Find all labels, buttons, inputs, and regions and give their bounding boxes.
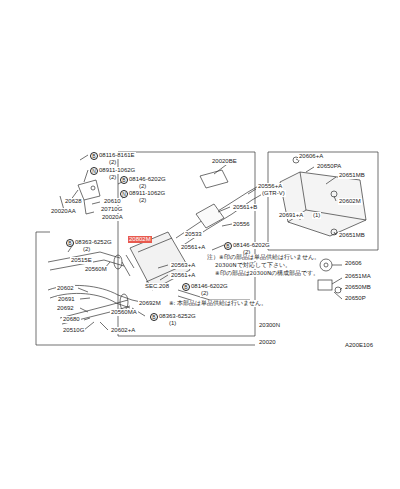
part-number: 20020 bbox=[258, 339, 277, 346]
circled-letter: B bbox=[120, 176, 128, 184]
part-number: 20602+A bbox=[110, 327, 136, 334]
circled-letter: B bbox=[90, 152, 98, 160]
part-number: 20561+A bbox=[170, 272, 196, 279]
circled-letter: B bbox=[150, 313, 158, 321]
part-number: 20692 bbox=[56, 305, 75, 312]
part-number: 08116-8161E bbox=[98, 152, 136, 159]
part-number: (1) bbox=[168, 320, 177, 327]
part-number: 20020AA bbox=[50, 208, 77, 215]
part-number: 20628 bbox=[64, 198, 83, 205]
part-number: 20563+A bbox=[170, 262, 196, 269]
part-number: (2) bbox=[108, 159, 117, 166]
circled-letter: B bbox=[66, 239, 74, 247]
part-number: 20560M bbox=[84, 266, 108, 273]
part-number: 08146-6202G bbox=[232, 242, 271, 249]
part-number: (2) bbox=[82, 246, 91, 253]
part-number: 08363-6252G bbox=[158, 313, 197, 320]
part-number: 20610 bbox=[103, 198, 122, 205]
part-number: 20560MA bbox=[110, 309, 138, 316]
part-number: 20691 bbox=[57, 296, 76, 303]
part-number: 20602M bbox=[338, 198, 362, 205]
part-number: 20651MB bbox=[338, 172, 366, 179]
part-number: (1) bbox=[312, 212, 321, 219]
part-number: (GTR-V) bbox=[261, 190, 286, 197]
note-text: 注）※印の部品は単品供給は行いません。 bbox=[206, 254, 321, 261]
part-number: 08911-1062G bbox=[98, 167, 136, 174]
part-number: (2) bbox=[138, 197, 147, 204]
part-number: 20515E bbox=[70, 257, 93, 264]
note-text: ※: 本部品は単品供給は行いません。 bbox=[168, 300, 268, 307]
part-number: 20561+A bbox=[180, 244, 206, 251]
part-number: SEC.208 bbox=[144, 283, 170, 290]
part-number: 20556 bbox=[232, 221, 251, 228]
part-number: (2) bbox=[200, 290, 209, 297]
part-number: 20602 bbox=[56, 285, 75, 292]
part-number: 08911-1062G bbox=[128, 190, 166, 197]
part-number: 20680 bbox=[62, 316, 81, 323]
part-number: 20606+A bbox=[298, 153, 324, 160]
part-number: 20606 bbox=[344, 260, 363, 267]
circled-letter: N bbox=[120, 190, 128, 198]
part-number: 20710G bbox=[100, 206, 123, 213]
part-number: 20561+B bbox=[232, 204, 258, 211]
part-number: (2) bbox=[138, 183, 147, 190]
part-number: 20020A bbox=[101, 214, 124, 221]
part-number: 08146-6202G bbox=[190, 283, 229, 290]
part-number: 20651MA bbox=[344, 273, 372, 280]
part-number: 20651MB bbox=[338, 232, 366, 239]
part-number: 20650PA bbox=[316, 163, 342, 170]
part-number: 08363-6252G bbox=[74, 239, 113, 246]
note-text: 20300Nで対応して下さい。 bbox=[214, 262, 292, 269]
part-number: 20533 bbox=[184, 231, 203, 238]
part-number: 20692M bbox=[138, 300, 162, 307]
circled-letter: N bbox=[90, 167, 98, 175]
part-number: 20556+A bbox=[257, 183, 283, 190]
part-number: 20802M bbox=[128, 236, 152, 243]
part-number: 20300N bbox=[258, 322, 281, 329]
note-text: ※印の部品は20300Nの構成部品です。 bbox=[214, 270, 320, 277]
part-number: 20020BE bbox=[211, 158, 238, 165]
part-number: 20650P bbox=[344, 295, 367, 302]
part-number: 20691+A bbox=[278, 212, 304, 219]
circled-letter: B bbox=[182, 283, 190, 291]
part-number: A200E106 bbox=[344, 342, 374, 349]
part-number: 20650MB bbox=[344, 284, 372, 291]
part-number: 20510G bbox=[62, 327, 85, 334]
part-number: 08146-6202G bbox=[128, 176, 167, 183]
part-number: (2) bbox=[108, 174, 117, 181]
circled-letter: B bbox=[224, 242, 232, 250]
